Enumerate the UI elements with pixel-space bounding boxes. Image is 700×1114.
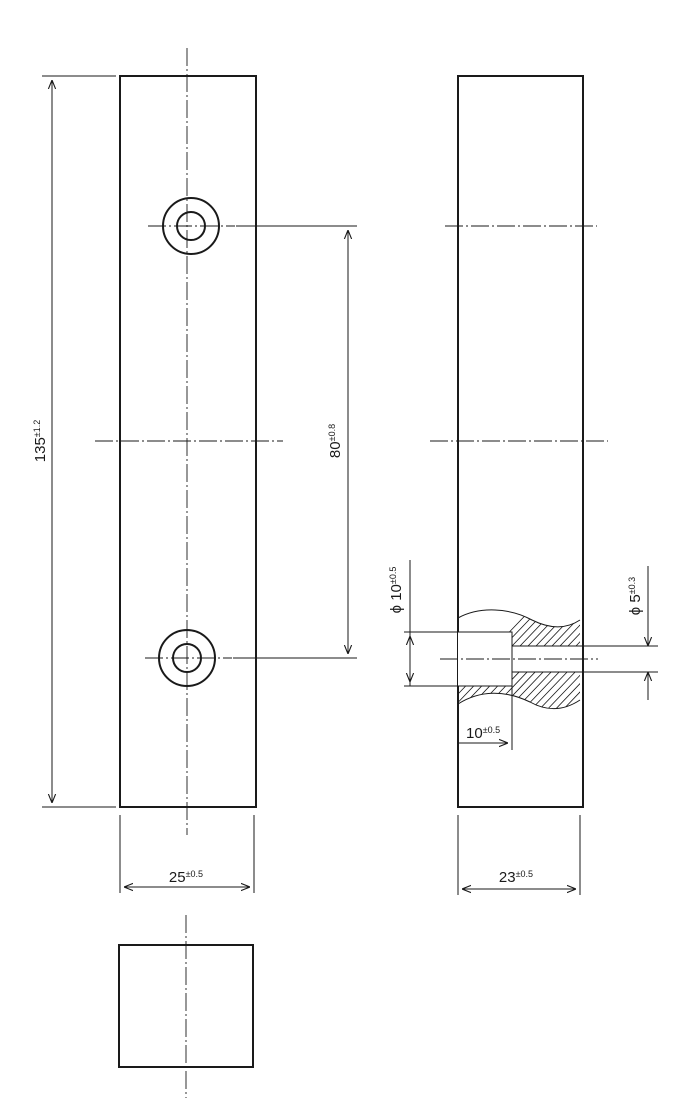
svg-text:ϕ 10±0.5: ϕ 10±0.5 — [388, 567, 405, 614]
counterbore-diameter-dimension: ϕ 10±0.5 — [388, 560, 458, 687]
svg-text:80±0.8: 80±0.8 — [327, 424, 344, 458]
hatch-line — [549, 609, 580, 709]
hatch-line — [525, 609, 580, 709]
hatch-line — [590, 600, 700, 715]
length-dimension: 135±1.2 — [32, 75, 116, 808]
hatch-line — [630, 600, 700, 715]
front-view: 135±1.2 80±0.8 25±0.5 — [32, 48, 357, 893]
hatch-line — [573, 609, 580, 709]
hatch-line — [541, 609, 580, 709]
hatch-line — [606, 600, 700, 715]
hole-spacing-value: 80 — [327, 441, 344, 458]
front-width-dimension: 25±0.5 — [119, 815, 255, 893]
side-width-dimension: 23±0.5 — [457, 815, 581, 895]
counterbore-diameter-value: ϕ 10 — [388, 584, 405, 613]
svg-text:25±0.5: 25±0.5 — [169, 869, 203, 886]
hatch-line — [582, 600, 692, 715]
bottom-counterbore-hole — [145, 629, 232, 687]
through-hole-diameter-dimension: ϕ 5±0.3 — [580, 566, 658, 700]
hatch-line — [622, 600, 700, 715]
hatch-line — [646, 600, 700, 715]
length-dimension-value: 135 — [32, 437, 49, 462]
hatch-line — [662, 600, 700, 715]
through-hole-diameter-value: ϕ 5 — [627, 594, 644, 615]
hatch-line — [557, 609, 580, 709]
section-outline — [440, 609, 598, 709]
front-view-outline — [119, 75, 257, 808]
length-dimension-tolerance: ±1.2 — [32, 420, 42, 437]
svg-text:23±0.5: 23±0.5 — [499, 869, 533, 886]
hole-spacing-tolerance: ±0.8 — [327, 424, 337, 441]
svg-text:ϕ 5±0.3: ϕ 5±0.3 — [627, 577, 644, 615]
hatch-line — [598, 600, 700, 715]
counterbore-depth-value: 10 — [466, 725, 483, 742]
counterbore-diameter-tolerance: ±0.5 — [388, 567, 398, 584]
counterbore-depth-tolerance: ±0.5 — [483, 725, 500, 735]
through-hole-diameter-tolerance: ±0.3 — [627, 577, 637, 594]
side-view: ϕ 10±0.5 ϕ 5±0.3 10±0.5 — [388, 75, 700, 895]
hole-spacing-dimension: 80±0.8 — [233, 225, 357, 659]
hatch-line — [614, 600, 700, 715]
side-width-value: 23 — [499, 869, 516, 886]
hatch-line — [533, 609, 580, 709]
hatch-line — [654, 600, 700, 715]
svg-text:135±1.2: 135±1.2 — [32, 420, 49, 462]
front-width-tolerance: ±0.5 — [186, 869, 203, 879]
end-view — [118, 915, 254, 1098]
counterbore-depth-dimension: 10±0.5 — [458, 686, 513, 750]
top-counterbore-hole — [148, 197, 235, 255]
side-view-outline — [457, 75, 584, 808]
hatch-line — [638, 600, 700, 715]
front-width-value: 25 — [169, 869, 186, 886]
svg-text:10±0.5: 10±0.5 — [466, 725, 500, 742]
side-width-tolerance: ±0.5 — [516, 869, 533, 879]
